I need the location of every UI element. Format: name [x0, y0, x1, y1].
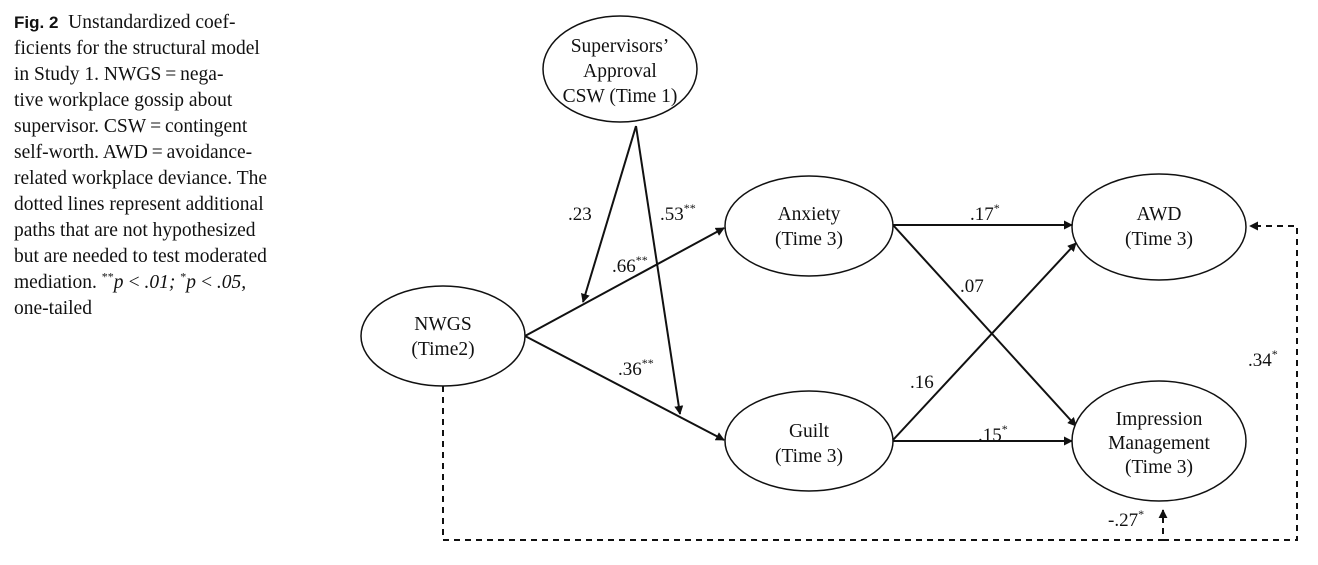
node-guilt	[724, 390, 894, 492]
coef-guilt-to-awd: .16	[910, 372, 934, 393]
caption-significance-line: mediation. **p < .01; *p < .05,	[14, 270, 314, 296]
coef-nwgs-to-guilt: .36**	[618, 356, 654, 380]
caption-line: one-tailed	[14, 298, 92, 319]
node-nwgs	[360, 285, 526, 387]
path-sup-to-nwgs	[581, 125, 637, 303]
coef-sup-to-nwgs: .23	[568, 204, 592, 225]
node-label: AWD	[1136, 204, 1181, 225]
caption-line: related workplace deviance. The	[14, 168, 268, 189]
coef-nwgs-to-awd-dotted: .34*	[1248, 347, 1278, 371]
caption-line: self-worth. AWD = avoidance-	[14, 142, 253, 163]
path-nwgs-to-anxiety	[524, 227, 725, 337]
node-label: Approval	[583, 61, 657, 82]
node-impression-management	[1071, 380, 1247, 502]
path-guilt-to-awd	[892, 242, 1077, 441]
coef-nwgs-to-anxiety: .66**	[612, 253, 648, 277]
caption-line: ficients for the structural model	[14, 38, 260, 59]
node-label: Guilt	[789, 421, 830, 442]
node-label: (Time 3)	[1125, 229, 1193, 250]
node-label: Impression	[1116, 409, 1203, 430]
sig1-mark: *	[180, 269, 187, 284]
figure-caption: Fig. 2 Unstandardized coef- ficients for…	[14, 10, 314, 322]
node-label: Supervisors’	[571, 36, 670, 57]
path-anxiety-to-impression	[892, 224, 1077, 427]
sig1-text: p < .05,	[186, 272, 247, 293]
coef-anxiety-to-awd: .17*	[970, 201, 1000, 225]
sig2-mark: **	[101, 269, 114, 284]
node-label: (Time2)	[411, 339, 474, 360]
sig2-text: p < .01;	[113, 272, 181, 293]
node-label: Management	[1108, 433, 1210, 454]
coef-nwgs-to-impression-dotted: -.27*	[1108, 507, 1144, 531]
caption-line: paths that are not hypothesized	[14, 220, 256, 241]
node-label: (Time 3)	[775, 229, 843, 250]
node-anxiety	[724, 175, 894, 277]
node-label: Anxiety	[778, 204, 841, 225]
sig-prefix: mediation.	[14, 272, 102, 293]
path-nwgs-to-guilt	[524, 335, 725, 441]
caption-line: tive workplace gossip about	[14, 90, 233, 111]
dotted-path-nwgs-to-awd	[1163, 221, 1298, 541]
caption-line-1: Fig. 2 Unstandardized coef-	[14, 10, 314, 36]
caption-line: supervisor. CSW = contingent	[14, 116, 248, 137]
coef-sup-to-guilt: .53**	[660, 201, 696, 225]
node-label: (Time 3)	[1125, 457, 1193, 478]
figure-number: Fig. 2	[14, 13, 59, 32]
caption-line: but are needed to test moderated	[14, 246, 267, 267]
path-sup-to-guilt	[635, 125, 684, 415]
dotted-path-nwgs-to-impression	[442, 386, 1168, 541]
coef-guilt-to-impression: .15*	[978, 422, 1008, 446]
coef-anxiety-to-impression: .07	[960, 276, 984, 297]
node-awd	[1071, 173, 1247, 281]
caption-text: Unstandardized coef-	[68, 12, 236, 33]
caption-line: dotted lines represent additional	[14, 194, 264, 215]
node-label: (Time 3)	[775, 446, 843, 467]
node-supervisors-approval-csw	[542, 15, 698, 123]
node-label: CSW (Time 1)	[563, 86, 678, 107]
caption-line: in Study 1. NWGS = nega-	[14, 64, 224, 85]
node-label: NWGS	[414, 314, 471, 335]
